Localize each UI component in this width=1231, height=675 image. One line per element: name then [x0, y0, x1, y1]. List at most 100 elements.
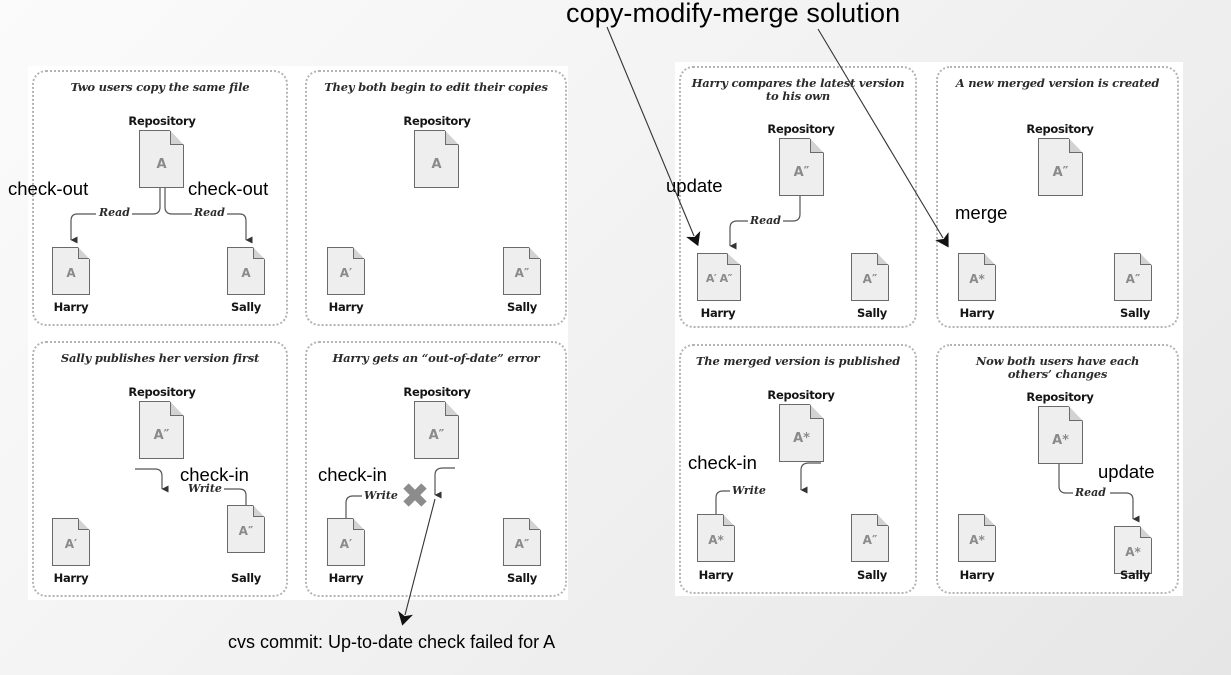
file-harry: A*	[958, 253, 1000, 305]
write-label: Write	[362, 489, 400, 502]
file-harry: A′	[327, 518, 369, 570]
file-sally: A″	[227, 505, 269, 557]
file-repository: A	[414, 130, 463, 192]
annotation-update-p8: update	[1098, 461, 1155, 482]
checkin-write-connector	[715, 462, 821, 514]
file-version-label: A	[241, 266, 251, 281]
repository-label: Repository	[128, 385, 196, 399]
sally-label: Sally	[231, 300, 261, 314]
file-version-label: A″	[153, 427, 170, 443]
panel-caption: The merged version is published	[695, 354, 901, 368]
panel-caption: A new merged version is created	[955, 76, 1160, 90]
annotation-check-out-right: check-out	[188, 178, 269, 199]
annotation-check-in-p4: check-in	[318, 464, 387, 485]
harry-label: Harry	[328, 300, 364, 314]
annotation-merge-p6: merge	[955, 202, 1008, 223]
file-version-label: A″	[862, 533, 878, 548]
file-version-label: A	[66, 266, 76, 281]
read-label-sally: Read	[192, 206, 227, 219]
file-sally: A″	[503, 518, 545, 570]
panel-both-begin-to-edit: They both begin to edit their copies Rep…	[305, 70, 567, 326]
file-harry: A′	[327, 247, 369, 299]
sally-label: Sally	[507, 571, 537, 585]
panel-caption: Sally publishes her version first	[60, 351, 260, 365]
file-version-label: A′	[339, 266, 353, 281]
harry-label: Harry	[53, 571, 89, 585]
sally-label: Sally	[507, 300, 537, 314]
file-version-label: A″	[428, 427, 445, 443]
harry-label: Harry	[698, 568, 734, 582]
checkout-connectors	[70, 188, 253, 244]
repository-label: Repository	[767, 388, 835, 402]
sally-label: Sally	[1120, 568, 1150, 582]
repository-label: Repository	[1026, 390, 1094, 404]
panel-caption-line2: to his own	[765, 89, 831, 103]
file-version-label: A′	[339, 537, 353, 552]
file-version-label: A′ A″	[705, 272, 733, 286]
repository-label: Repository	[403, 114, 471, 128]
annotation-check-in-p3: check-in	[180, 464, 249, 485]
panel-caption-line1: Now both users have each	[975, 354, 1140, 368]
read-label: Read	[1073, 486, 1108, 499]
file-sally: A″	[503, 247, 545, 299]
repository-label: Repository	[128, 114, 196, 128]
file-harry: A*	[958, 514, 1000, 566]
file-version-label: A″	[793, 164, 810, 180]
panel-new-merged-version-created: A new merged version is created Reposito…	[936, 66, 1179, 328]
file-harry: A	[52, 247, 94, 299]
harry-label: Harry	[959, 568, 995, 582]
file-repository: A*	[779, 404, 828, 466]
panel-both-users-have-changes: Now both users have each others’ changes…	[936, 344, 1179, 594]
file-version-label: A*	[708, 533, 724, 548]
file-sally: A″	[1114, 253, 1156, 305]
file-version-label: A*	[1125, 545, 1141, 560]
panel-caption: Two users copy the same file	[70, 80, 250, 94]
panel-two-users-copy-same-file: Two users copy the same file Repository …	[32, 70, 288, 326]
update-read-connector	[729, 196, 801, 250]
file-version-label: A*	[793, 430, 810, 446]
file-version-label: A*	[969, 533, 985, 548]
harry-label: Harry	[53, 300, 89, 314]
read-label: Read	[748, 214, 783, 227]
sally-label: Sally	[1120, 306, 1150, 320]
file-sally: A″	[851, 253, 893, 305]
repository-label: Repository	[1026, 122, 1094, 136]
file-version-label: A	[156, 156, 167, 172]
file-version-label: A″	[1052, 164, 1069, 180]
file-version-label: A″	[514, 266, 530, 281]
file-sally: A*	[1114, 526, 1156, 578]
panel-harry-out-of-date-error: Harry gets an “out-of-date” error Reposi…	[305, 341, 567, 597]
update-read-connector	[1058, 464, 1140, 523]
panel-caption: Harry gets an “out-of-date” error	[332, 351, 540, 365]
read-label-harry: Read	[97, 206, 132, 219]
panel-caption: They both begin to edit their copies	[324, 80, 548, 94]
annotation-update-p5: update	[666, 175, 723, 196]
file-version-label: A″	[238, 524, 254, 539]
page-title: copy-modify-merge solution	[566, 0, 901, 28]
x-mark-icon	[403, 483, 427, 507]
annotation-check-out-left: check-out	[8, 178, 89, 199]
panel-harry-compares-versions: Harry compares the latest version to his…	[679, 66, 917, 328]
panel-caption-line2: others’ changes	[1007, 367, 1108, 381]
annotation-check-in-p7: check-in	[688, 452, 757, 473]
file-version-label: A*	[969, 272, 985, 287]
harry-label: Harry	[959, 306, 995, 320]
file-version-label: A″	[514, 537, 530, 552]
harry-label: Harry	[700, 306, 736, 320]
cvs-commit-error-note: cvs commit: Up-to-date check failed for …	[228, 632, 556, 652]
panel-caption: Now both users have each others’ changes	[944, 355, 1171, 381]
file-harry: A′ A″	[697, 253, 745, 305]
write-label: Write	[730, 484, 768, 497]
file-version-label: A*	[1052, 432, 1069, 448]
harry-label: Harry	[328, 571, 364, 585]
file-harry: A′	[52, 518, 94, 570]
file-harry: A*	[697, 514, 739, 566]
file-sally: A	[227, 247, 269, 299]
file-version-label: A	[431, 156, 442, 172]
panel-sally-publishes-first: Sally publishes her version first Reposi…	[32, 341, 288, 597]
file-version-label: A″	[1125, 272, 1141, 287]
write-label: Write	[186, 482, 224, 495]
sally-label: Sally	[231, 571, 261, 585]
file-repository: A″	[139, 401, 188, 463]
